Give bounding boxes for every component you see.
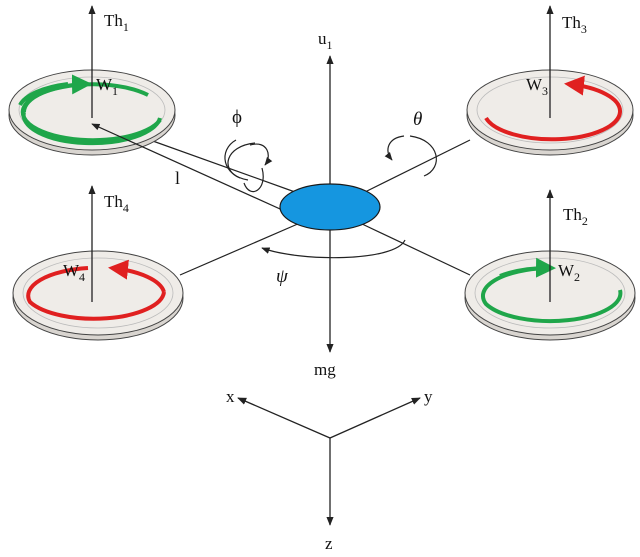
arm-1 (149, 139, 296, 193)
rotor-4-spin-arrow (26, 266, 166, 321)
label-th1: Th1 (104, 11, 129, 34)
x-axis-arrow (237, 397, 331, 439)
rotor-3-spin-arrow (484, 75, 622, 142)
arm-2 (359, 222, 471, 276)
rotor-1-spin-arrow-head (21, 74, 92, 113)
label-w2: W2 (558, 261, 580, 284)
label-axis-z: z (325, 534, 333, 553)
arm-4 (179, 222, 301, 276)
arm-length-arrow (91, 123, 301, 219)
label-axis-x: x (226, 387, 235, 406)
phi-rotation-arrow (227, 142, 264, 193)
label-u1: u1 (318, 29, 333, 52)
label-mg: mg (314, 360, 336, 379)
theta-rotation-arrow (409, 135, 437, 177)
central-body (279, 183, 381, 231)
label-w1: W1 (96, 75, 118, 98)
label-th4: Th4 (104, 192, 129, 215)
y-axis-arrow (329, 397, 421, 439)
label-axis-y: y (424, 387, 433, 406)
label-theta: θ (413, 109, 422, 130)
label-phi: ϕ (232, 107, 242, 128)
coordinate-frame (237, 397, 421, 526)
label-w4: W4 (63, 261, 85, 284)
label-w3: W3 (526, 75, 548, 98)
rotor-4 (12, 250, 184, 341)
label-th2: Th2 (563, 205, 588, 228)
label-th3: Th3 (562, 13, 587, 36)
label-psi: ψ (276, 266, 289, 287)
label-arm-length: l (175, 168, 180, 188)
psi-rotation-arrow (261, 239, 406, 259)
arm-3 (364, 139, 471, 193)
